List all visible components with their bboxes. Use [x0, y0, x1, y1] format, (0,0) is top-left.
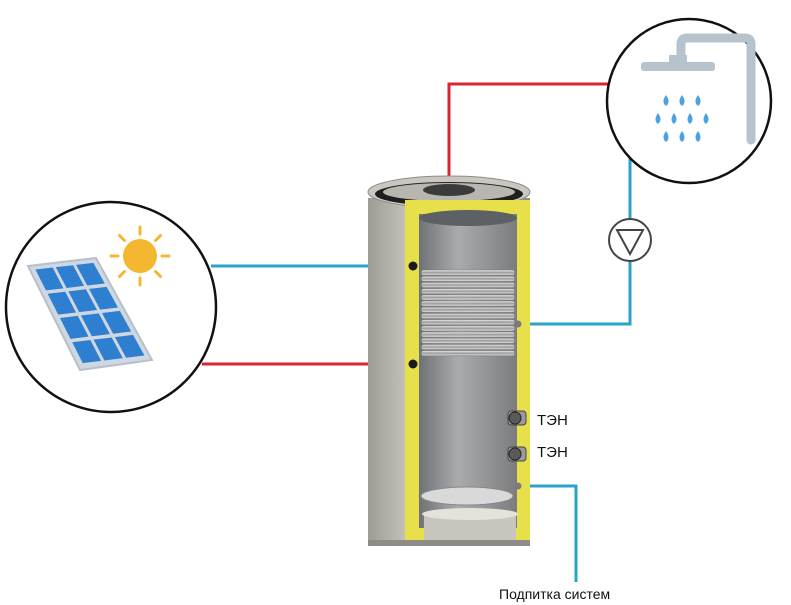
pump-icon	[608, 218, 652, 262]
coil-turn	[420, 275, 516, 282]
coil-turn	[420, 288, 516, 295]
water-drop	[687, 113, 693, 124]
coil-turn	[420, 331, 516, 338]
water-drop	[695, 95, 701, 106]
makeup-pipe	[523, 484, 578, 582]
water-drop	[663, 95, 669, 106]
solar-cell	[68, 289, 98, 313]
solar-cell	[72, 340, 102, 364]
solar-cell	[89, 286, 118, 310]
heat-exchanger-coil	[420, 269, 516, 357]
water-drop	[695, 131, 701, 142]
water-drop	[703, 113, 709, 124]
recirculation-port	[514, 320, 522, 328]
coil-inlet-port	[408, 261, 418, 271]
coil-turn	[420, 282, 516, 288]
solar-cell	[101, 310, 132, 334]
tank-foot	[368, 540, 530, 546]
heating-element-2	[507, 446, 527, 462]
water-drop	[663, 131, 669, 142]
tank-top-port	[423, 184, 475, 196]
water-drop	[655, 113, 661, 124]
heating-element-2-label: ТЭН	[537, 444, 568, 461]
storage-tank	[367, 175, 531, 546]
inner-vessel	[419, 214, 517, 528]
system-makeup-label: Подпитка систем	[499, 586, 611, 602]
solar-panel-icon	[26, 256, 154, 372]
pipes	[202, 82, 632, 582]
solar-cell	[114, 334, 145, 358]
coil-turn	[420, 325, 516, 332]
solar-cell	[80, 313, 110, 337]
solar-cell	[35, 267, 64, 291]
tank-base-rim	[422, 508, 518, 520]
solar-cell	[55, 265, 85, 288]
water-drop	[671, 113, 677, 124]
coil-turn	[420, 337, 516, 344]
recirculation-return-pipe	[523, 261, 632, 326]
coil-turn	[420, 294, 516, 301]
solar-cell	[93, 337, 123, 361]
coil-turn	[420, 306, 516, 313]
sun-icon	[109, 225, 171, 287]
heating-element-1	[507, 410, 527, 426]
coil-turn	[420, 350, 516, 357]
coil-turn	[420, 319, 516, 326]
coil-turn	[420, 300, 516, 307]
sun-ray	[154, 233, 163, 242]
hot-water-consumer	[605, 17, 773, 185]
shower-icon	[641, 33, 756, 145]
solar-collector	[4, 200, 218, 414]
makeup-port	[514, 482, 522, 490]
sun-ray	[117, 270, 126, 279]
vessel-bottom	[420, 486, 514, 506]
solar-cell	[76, 262, 105, 286]
coil-turn	[420, 269, 516, 276]
sun-ray	[117, 233, 126, 242]
shower-frame-circle	[605, 17, 773, 185]
vessel-top	[419, 210, 517, 226]
coil-turn	[420, 313, 516, 319]
heating-element-1-label: ТЭН	[537, 412, 568, 429]
solar-cell	[47, 291, 77, 315]
water-drop	[679, 131, 685, 142]
solar-cell	[59, 315, 89, 339]
sun-ray	[154, 270, 163, 279]
coil-outlet-port	[408, 359, 418, 369]
hot-water-outlet-pipe	[447, 82, 612, 196]
coil-turn	[420, 344, 516, 350]
water-drop	[679, 95, 685, 106]
